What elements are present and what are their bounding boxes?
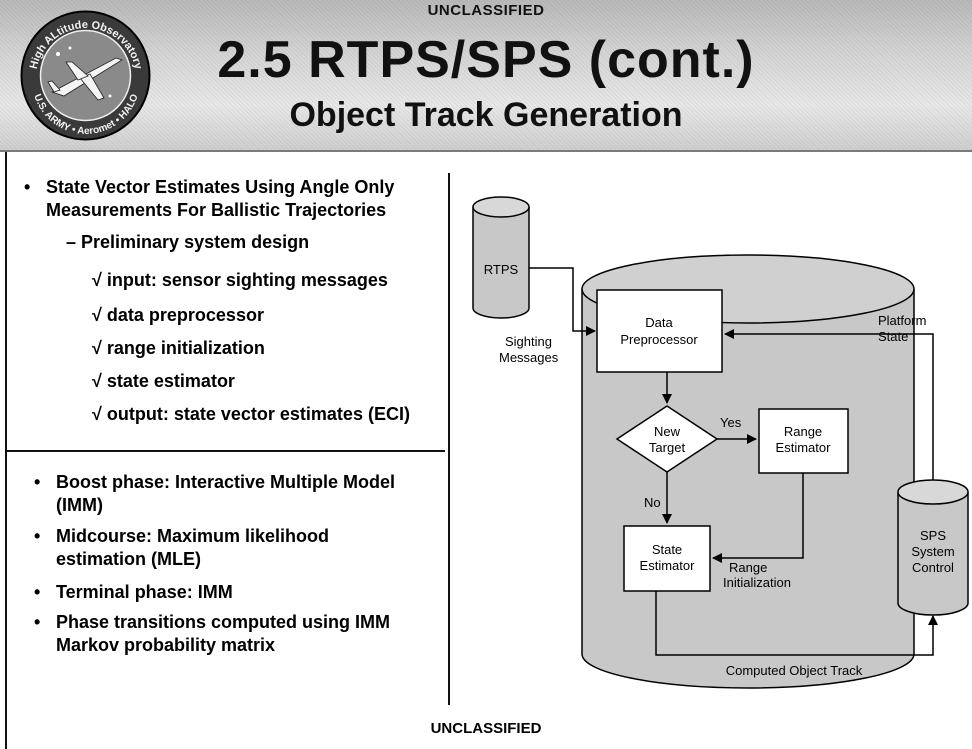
bullet-terminal-phase: • Terminal phase: IMM: [34, 582, 233, 602]
bullet-midcourse: • Midcourse: Maximum likelihood estimati…: [34, 526, 330, 569]
bullet-boost-phase: • Boost phase: Interactive Multiple Mode…: [34, 472, 396, 515]
state-estimator-label-2: Estimator: [640, 558, 696, 573]
state-estimator-box: [623, 525, 711, 592]
range-initialization-arrow: [712, 473, 804, 563]
sub-bullet-preliminary: – Preliminary system design: [66, 232, 310, 252]
range-init-label-2: Initialization: [723, 575, 791, 590]
check-item: √ data preprocessor: [92, 305, 264, 325]
bullet-dot-icon: •: [34, 526, 41, 546]
platform-label-1: Platform: [878, 313, 926, 328]
bullet-dot-icon: •: [34, 472, 41, 492]
data-preprocessor-label-1: Data: [645, 315, 673, 330]
platform-state-arrow: [724, 329, 934, 480]
vertical-divider: [448, 173, 450, 705]
new-target-label-1: New: [654, 424, 681, 439]
yes-label: Yes: [720, 415, 742, 430]
no-label: No: [644, 495, 661, 510]
computed-track-label: Computed Object Track: [726, 663, 863, 678]
check-item: √ input: sensor sighting messages: [92, 270, 388, 290]
sps-label: SPS: [920, 528, 946, 543]
bullet-dot-icon: •: [34, 582, 41, 602]
classification-header: UNCLASSIFIED: [427, 2, 545, 19]
rtps-cylinder: [472, 196, 530, 319]
check-item: √ output: state vector estimates (ECI): [92, 404, 410, 424]
sighting-messages-arrow: [529, 267, 596, 336]
bullet-dot-icon: •: [34, 612, 41, 632]
sighting-label-2: Messages: [499, 350, 559, 365]
slide-subtitle: Object Track Generation: [289, 96, 683, 134]
bullet-state-vector: • State Vector Estimates Using Angle Onl…: [24, 177, 395, 220]
computed-object-track-arrow: [655, 591, 938, 656]
new-target-label-2: Target: [649, 440, 686, 455]
data-preprocessor-box: [596, 289, 723, 373]
sighting-label-1: Sighting: [505, 334, 552, 349]
sps-system-control-cylinder: [897, 479, 969, 616]
range-init-label-1: Range: [729, 560, 767, 575]
bullet-phase-transitions: • Phase transitions computed using IMM M…: [34, 612, 391, 655]
range-estimator-box: [758, 408, 849, 474]
data-preprocessor-label-2: Preprocessor: [620, 332, 698, 347]
check-item: √ state estimator: [92, 371, 235, 391]
classification-footer: UNCLASSIFIED: [430, 720, 542, 737]
sps-system-label: System: [911, 544, 954, 559]
sps-control-label: Control: [912, 560, 954, 575]
range-estimator-label-1: Range: [784, 424, 822, 439]
slide-title: 2.5 RTPS/SPS (cont.): [217, 31, 755, 89]
rtps-label: RTPS: [484, 262, 519, 277]
horizontal-divider: [5, 450, 445, 452]
platform-label-2: State: [878, 329, 908, 344]
bullet-dot-icon: •: [24, 177, 31, 197]
range-estimator-label-2: Estimator: [776, 440, 832, 455]
state-estimator-label-1: State: [652, 542, 682, 557]
check-item: √ range initialization: [92, 338, 265, 358]
halo-seal-logo: High ALtitude Observatory U.S. ARMY • Ae…: [20, 10, 151, 141]
title-banner: High ALtitude Observatory U.S. ARMY • Ae…: [0, 0, 972, 152]
